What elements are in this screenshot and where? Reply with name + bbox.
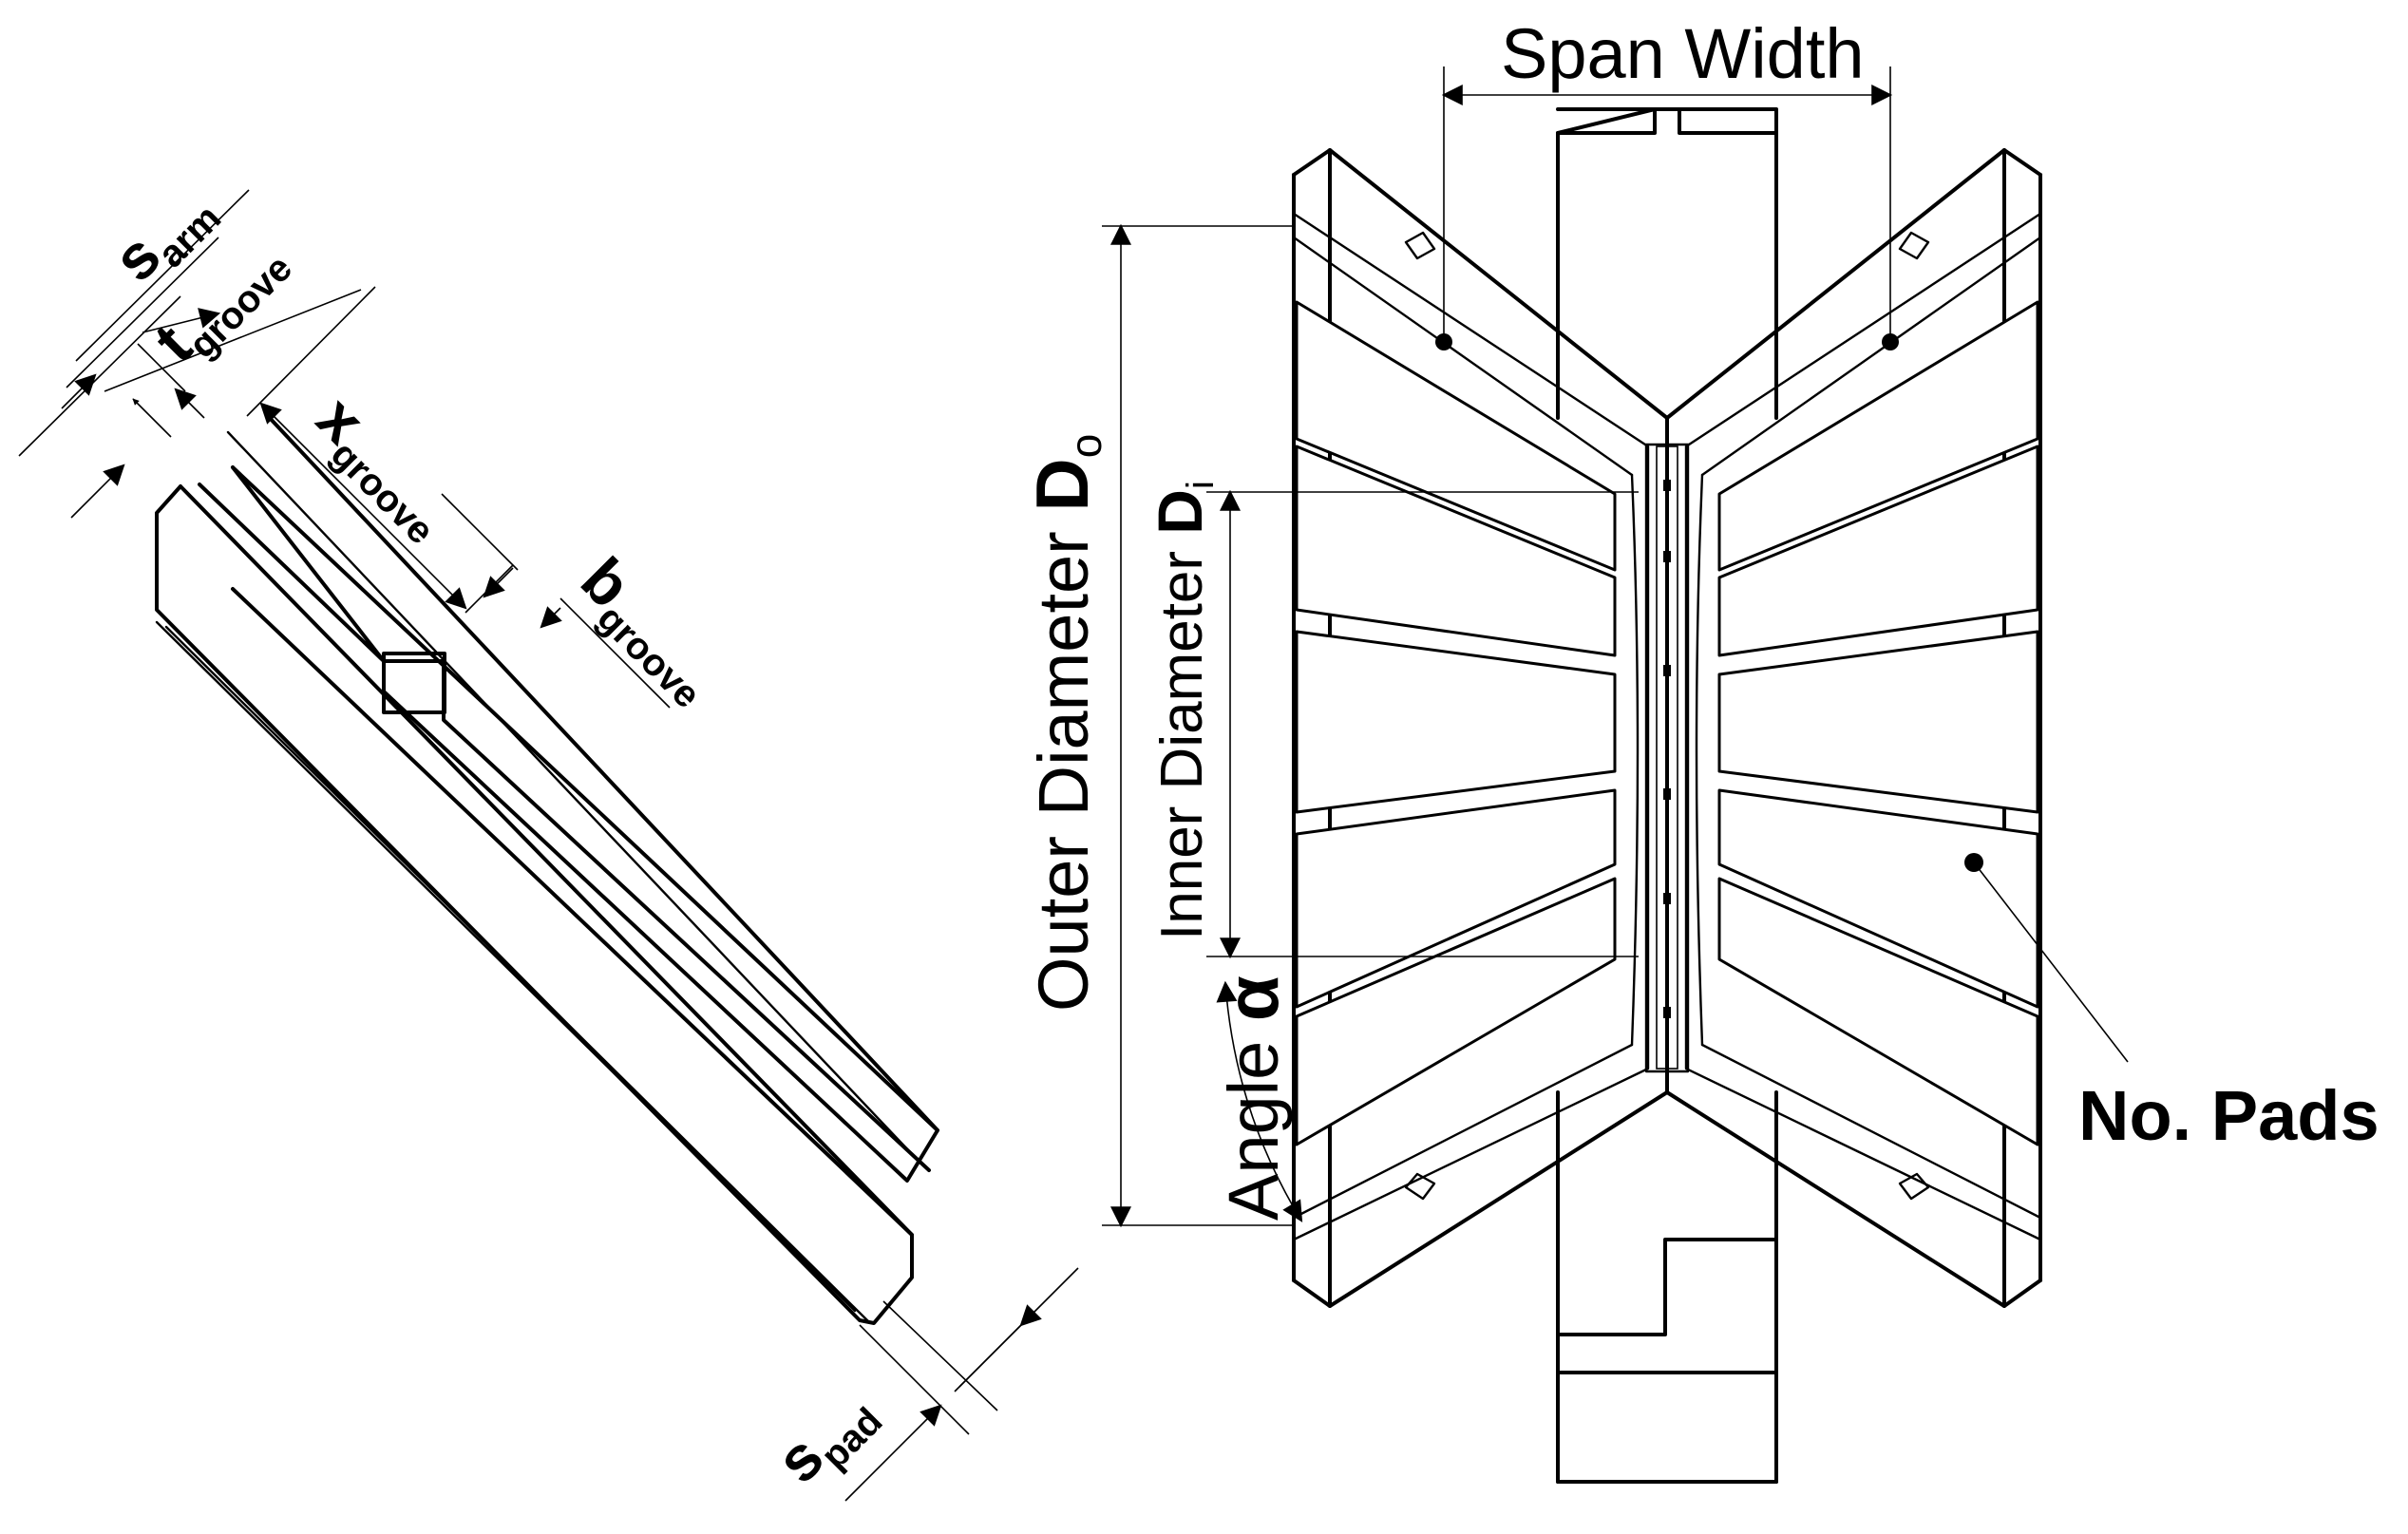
dim-outer-diameter [1102,223,1294,1228]
dim-t-groove [104,286,376,419]
dim-b-groove [483,567,671,709]
pad [1717,877,2039,1146]
label-angle: Angle α [1210,975,1294,1221]
label-span-width: Span Width [1501,14,1865,93]
label-no-pads: No. Pads [2078,1076,2380,1155]
pad [1295,630,1617,814]
label-s-pad: spad [763,1373,891,1502]
right-pads [1717,300,2039,1146]
bearing-front-view: Span Width Outer Diameter Do Inner Diame… [1020,14,2380,1484]
label-inner-diameter: Inner Diameter Di [1145,481,1222,940]
pad [1717,788,2039,1009]
label-x-groove: xgroove [298,383,468,553]
pad-lower-edge [164,625,871,1324]
no-pads-leader [1964,853,2129,1063]
arm-outline [198,465,386,663]
pad-top-edge [179,484,914,1237]
angle-arc [1216,980,1303,1222]
dim-s-pad [844,1267,1079,1502]
arm-top-edge [266,414,939,1132]
dim-s-arm [18,189,250,519]
pad-body [155,484,914,1325]
arm-body [231,465,939,1183]
center-column [1630,443,1704,1073]
groove [382,652,446,714]
pad [1717,445,2039,657]
pad-inner-edge [155,620,857,1313]
pad [1295,300,1617,572]
arm-grooves [1404,231,1930,1201]
dim-inner-diameter [1206,489,1639,959]
pad-cross-section: sarm tgroove xgroove bgroove spad [18,171,1079,1502]
dim-span-width [1435,66,1899,350]
left-pads [1295,300,1617,1146]
pad [1717,630,2039,814]
pad [1717,300,2039,572]
outer-frame [1292,148,2042,1308]
label-b-groove: bgroove [562,544,735,717]
label-outer-diameter: Outer Diameter Do [1020,434,1110,1012]
label-s-arm: sarm [100,171,230,301]
shaft [1556,107,1778,1484]
